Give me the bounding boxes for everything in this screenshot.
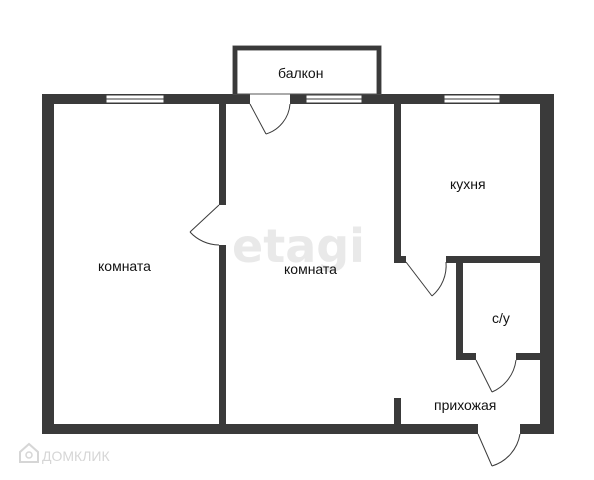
doors	[189, 103, 521, 467]
entrance-door	[477, 433, 521, 467]
room-left-label: комната	[98, 258, 151, 274]
kitchen-door	[405, 261, 447, 297]
bathroom-label: с/у	[492, 310, 510, 326]
balcony-door	[249, 103, 291, 135]
balcony	[232, 45, 382, 95]
domclick-logo-text: ДОМКЛИК	[42, 448, 110, 464]
interior-walls	[219, 104, 540, 425]
etagi-watermark: etagi	[232, 219, 365, 273]
hallway-label: прихожая	[434, 397, 496, 413]
outer-walls	[42, 94, 554, 434]
balcony-label: балкон	[278, 65, 323, 81]
kitchen-label: кухня	[450, 176, 486, 192]
room-door	[189, 204, 220, 246]
domclick-logo: ДОМКЛИК	[19, 442, 110, 464]
room-center-label: комната	[284, 261, 337, 277]
domclick-house-icon	[19, 442, 39, 463]
bathroom-door	[475, 359, 517, 393]
windows	[105, 94, 520, 434]
